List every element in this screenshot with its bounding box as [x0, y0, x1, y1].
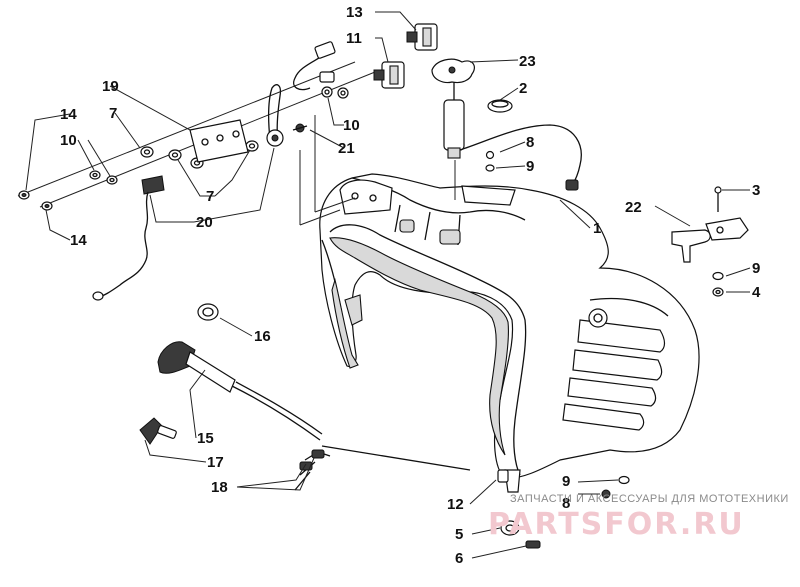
callout-labels: 13 11 23 2 19 7 14 10 10 21 8 9 7 20 14 … [60, 4, 761, 567]
washer-9-lower [618, 475, 630, 485]
callout-1: 1 [593, 220, 601, 237]
washer-14-lower [41, 201, 53, 211]
switch-11 [373, 61, 405, 89]
callout-7-upper: 7 [109, 105, 117, 122]
callout-10-left: 10 [60, 132, 77, 149]
washer-14-upper [18, 190, 30, 200]
callout-15: 15 [197, 430, 214, 447]
callout-14-lower: 14 [70, 232, 87, 249]
screw-6 [525, 540, 541, 549]
grommet-16 [197, 303, 219, 321]
screw-3 [714, 186, 722, 212]
hood-console-part [319, 173, 700, 493]
callout-12: 12 [447, 496, 464, 513]
cable-ends-18 [294, 445, 471, 491]
callout-21: 21 [338, 140, 355, 157]
leader-lines [25, 11, 751, 559]
callout-19: 19 [102, 78, 119, 95]
screw-8-top [485, 150, 495, 160]
callout-9-top: 9 [526, 158, 534, 175]
cable-housing-23 [443, 82, 582, 191]
screw-21 [292, 123, 308, 133]
callout-8-top: 8 [526, 134, 534, 151]
washer-9-top [485, 164, 495, 172]
hose-clamp-2 [487, 99, 513, 113]
callout-7-lower: 7 [206, 188, 214, 205]
switch-mount-plate-19 [189, 119, 249, 163]
callout-16: 16 [254, 328, 271, 345]
callout-9-lower: 9 [562, 473, 570, 490]
choke-knob-23 [431, 58, 475, 84]
switch-13 [406, 23, 438, 51]
callout-13: 13 [346, 4, 363, 21]
lever-17 [139, 417, 177, 445]
pin-12 [497, 469, 509, 483]
washer-10-left [89, 170, 118, 185]
wire-harness-connector [293, 41, 336, 91]
callout-8-lower: 8 [562, 495, 570, 512]
callout-10-right: 10 [343, 117, 360, 134]
callout-5: 5 [455, 526, 463, 543]
throttle-lever-15 [157, 341, 323, 441]
callout-4: 4 [752, 284, 761, 301]
callout-23: 23 [519, 53, 536, 70]
callout-14-upper: 14 [60, 106, 77, 123]
callout-3: 3 [752, 182, 760, 199]
grommet-5 [500, 520, 520, 536]
callout-6: 6 [455, 550, 463, 567]
callout-17: 17 [207, 454, 224, 471]
watermark: ЗАПЧАСТИ И АКСЕССУАРЫ ДЛЯ МОТОТЕХНИКИ PA… [488, 493, 789, 542]
callout-9-right: 9 [752, 260, 760, 277]
screw-8-lower [601, 489, 611, 499]
callout-22: 22 [625, 199, 642, 216]
watermark-brand: PARTSFOR.RU [488, 507, 745, 542]
callout-18: 18 [211, 479, 228, 496]
tether-switch-20 [92, 84, 284, 301]
callout-20: 20 [196, 214, 213, 231]
nut-4 [712, 287, 724, 297]
washer-9-right [712, 271, 724, 281]
washer-10-right [321, 86, 349, 99]
callout-2: 2 [519, 80, 527, 97]
watermark-caption: ЗАПЧАСТИ И АКСЕССУАРЫ ДЛЯ МОТОТЕХНИКИ [510, 493, 789, 505]
callout-11: 11 [346, 30, 362, 47]
bracket-22 [671, 217, 749, 263]
